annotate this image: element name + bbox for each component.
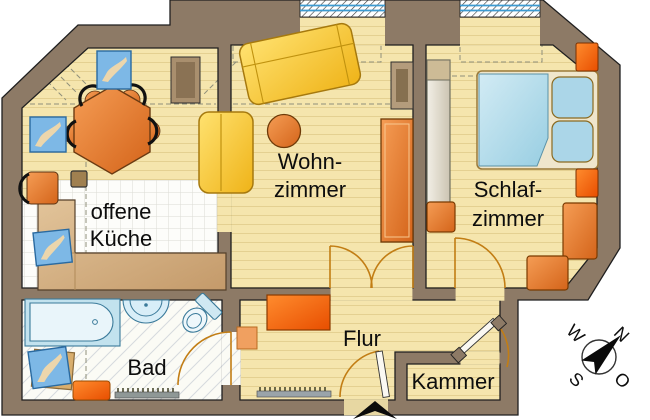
window-glass-lines [300,4,385,12]
nightstand-top [575,42,599,72]
radiator-bath [114,388,180,399]
blue-cushion-2 [29,116,67,153]
hall-stool [236,326,258,350]
compass: N O S W [563,321,635,393]
compass-w: W [563,321,589,347]
label-kitchen-line2: Küche [90,226,152,251]
label-bedroom-line1: Schlaf- [474,177,542,202]
foot-motif [37,353,63,383]
nightstand-bottom [575,168,599,198]
bed-blanket [478,73,549,167]
double-bed [476,70,599,170]
door-bath [177,331,232,386]
label-living-line2: zimmer [274,177,346,202]
balcony-door-living [299,0,386,18]
label-living-line1: Wohn- [278,149,342,174]
door-living [329,245,414,289]
label-bedroom-line2: zimmer [472,206,544,231]
toilet [182,292,223,333]
window-glass-lines [460,4,540,12]
blue-cushion-1 [96,50,132,90]
balcony-door-bedroom [459,0,541,18]
foot-motif [35,122,61,147]
sofa [238,22,362,106]
sink [122,299,170,324]
door-bedroom [454,237,506,289]
compass-needle [581,335,621,375]
foot-motif [102,57,127,82]
bath-mat [72,380,111,401]
bed-pillow-1 [551,76,594,119]
foot-motif [40,234,65,260]
door-entrance [339,350,390,398]
kitchen-armchair [18,171,59,205]
hall-cabinet [266,294,331,331]
compass-e: O [610,368,634,392]
dresser [562,202,598,260]
wardrobe [426,59,451,204]
blue-cushion-4 [27,345,72,390]
radiator-hall [256,387,332,398]
dining-table [73,85,151,175]
compass-s: S [565,368,588,391]
label-kitchen-line1: offene [91,199,152,224]
blue-cushion-3 [32,228,74,267]
kitchen-shelf-inner [176,62,195,98]
bathtub [24,298,121,347]
cabinet-orange [380,118,414,243]
bedroom-stool [426,201,456,233]
label-hallway: Flur [343,326,381,351]
kitchen-bag [70,170,88,188]
bed-pillow-2 [551,120,594,163]
door-storage [450,314,510,368]
entrance-arrow [353,401,397,419]
label-bath: Bad [127,355,166,380]
armchair-yellow [198,111,254,194]
bedroom-chest [526,255,569,291]
side-table [266,113,302,149]
label-storage: Kammer [411,369,494,394]
sideboard [390,61,414,110]
